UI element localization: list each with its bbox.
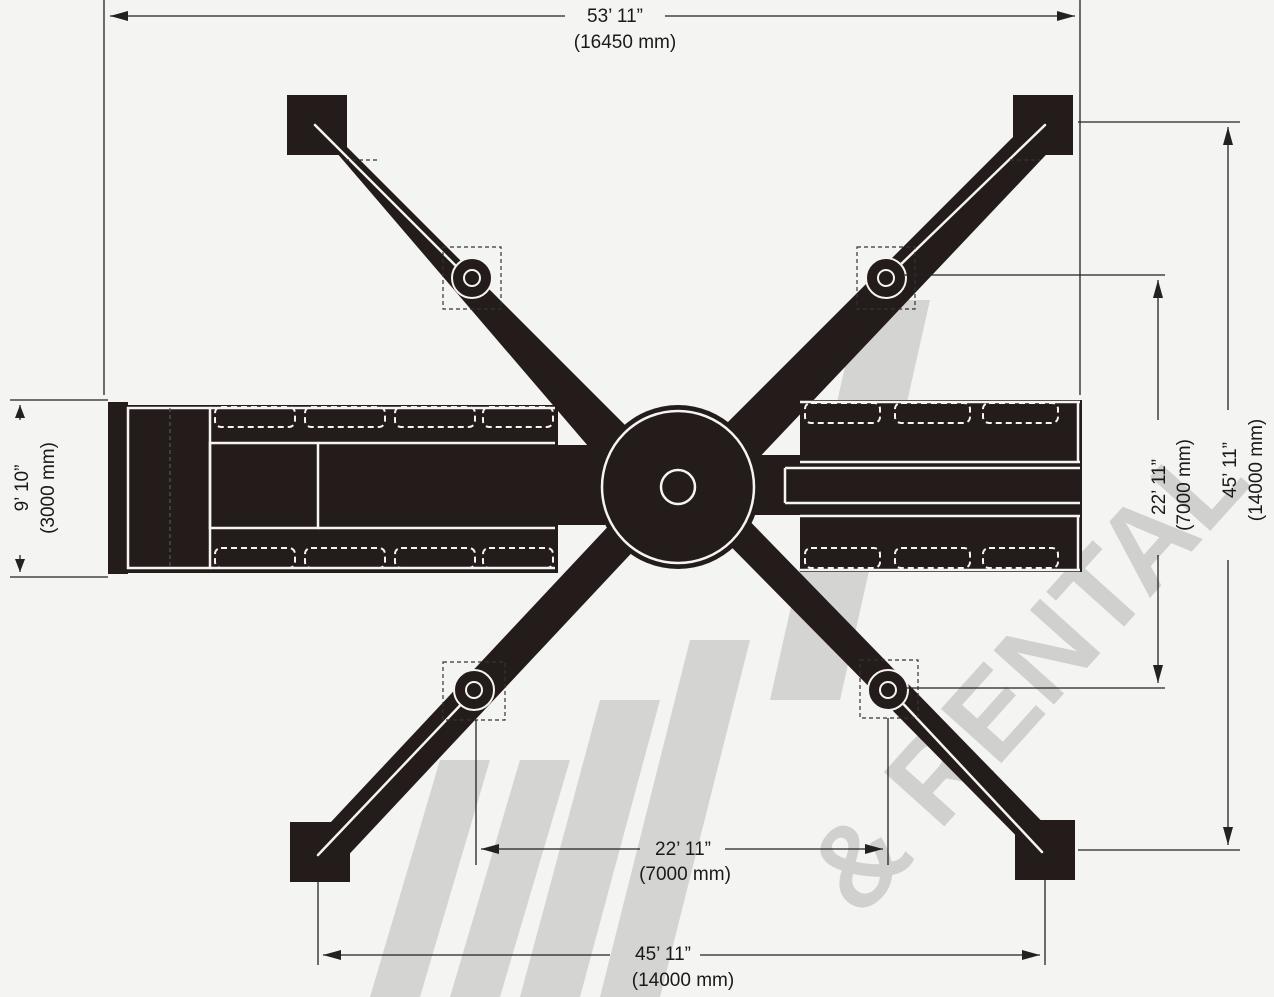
dim-overall-height: 45’ 11” (14000 mm) [1078,121,1267,851]
carrier-body-right [750,400,1082,572]
center-pin [659,468,697,506]
dim-overall-length: 53’ 11” (16450 mm) [103,0,1081,395]
overall-length-metric: (16450 mm) [574,32,676,53]
carrier-body-left [108,402,605,574]
slewing-ring [596,405,760,569]
dim-carrier-width: 9’ 10” (3000 mm) [10,399,108,578]
outrigger-pads [287,95,1075,882]
pad-bottom-right [1015,820,1075,880]
dim-inner-height: 22’ 11” (7000 mm) [905,274,1195,689]
overall-height-metric: (14000 mm) [1246,419,1267,521]
outer-spread-metric: (14000 mm) [632,970,734,991]
outrigger-jacks [442,246,919,721]
cab-bumper [108,402,128,574]
dim-outer-spread: 45’ 11” (14000 mm) [317,880,1046,991]
dim-inner-spread: 22’ 11” (7000 mm) [475,718,889,885]
carrier-width-imperial: 9’ 10” [12,465,33,512]
inner-height-imperial: 22’ 11” [1149,459,1170,515]
inner-spread-metric: (7000 mm) [639,864,731,885]
inner-spread-imperial: 22’ 11” [655,839,711,860]
overall-length-imperial: 53’ 11” [587,6,643,27]
outrigger-beams [300,110,1060,880]
outer-spread-imperial: 45’ 11” [635,944,691,965]
inner-height-metric: (7000 mm) [1174,439,1195,531]
overall-height-imperial: 45’ 11” [1220,442,1241,498]
carrier-width-metric: (3000 mm) [38,442,59,534]
pad-top-left [287,95,347,155]
